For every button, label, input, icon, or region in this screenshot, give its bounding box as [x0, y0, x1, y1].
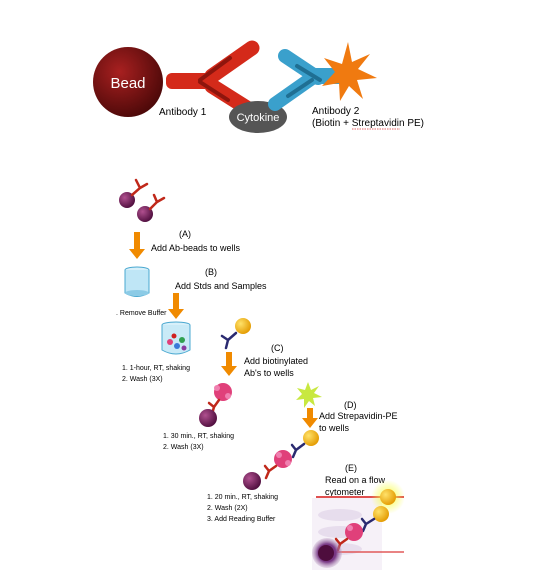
step-d-note1: 1. 20 min., RT, shaking: [207, 494, 278, 501]
biotin-ab-icon: [220, 318, 251, 350]
step-e-text1: Read on a flow: [325, 475, 386, 485]
antibody2-detail: (Biotin + Streptavidin PE): [312, 118, 424, 129]
step-b-note2: 2. Wash (3X): [122, 376, 163, 383]
step-a-beads: [119, 178, 166, 222]
step-d-note2: 2. Wash (2X): [207, 505, 248, 512]
step-d-letter: (D): [344, 400, 357, 410]
antibody2-label: Antibody 2: [312, 106, 360, 117]
step-e-letter: (E): [345, 463, 357, 473]
cytokine-label: Cytokine: [237, 112, 280, 124]
step-e-text2: cytometer: [325, 487, 365, 497]
step-d-text2: to wells: [319, 423, 350, 433]
step-b-note1: 1. 1-hour, RT, shaking: [122, 365, 190, 372]
step-d-note3: 3. Add Reading Buffer: [207, 516, 276, 523]
arrow-d-icon: [302, 408, 318, 428]
step-c-text2: Ab's to wells: [244, 368, 294, 378]
step-a-text: Add Ab-beads to wells: [151, 243, 241, 253]
pe-star-icon: [322, 42, 377, 101]
step-a-letter: (A): [179, 229, 191, 239]
step-d-text1: Add Strepavidin-PE: [319, 411, 398, 421]
antibody1-shape: [166, 40, 260, 118]
bead-cytokine-complex-c: [199, 383, 232, 427]
arrow-a-icon: [129, 232, 145, 259]
antibody1-label: Antibody 1: [159, 107, 207, 118]
step-c-note2: 2. Wash (3X): [163, 444, 204, 451]
bead-label: Bead: [110, 75, 145, 92]
pe-small-star-icon: [296, 382, 322, 408]
step-b-text: Add Stds and Samples: [175, 281, 267, 291]
empty-well-icon: [124, 266, 150, 297]
step-b-letter: (B): [205, 267, 217, 277]
top-schematic: Bead Antibody 1 Cytokine Antibody 2 (Bio…: [93, 40, 424, 133]
arrow-c-icon: [221, 352, 237, 376]
sample-well-icon: [161, 321, 191, 355]
step-c-letter: (C): [271, 343, 284, 353]
complex-d: [243, 430, 319, 490]
remove-buffer-note: . Remove Buffer: [116, 310, 167, 317]
step-c-text1: Add biotinylated: [244, 356, 308, 366]
arrow-b-icon: [168, 293, 184, 319]
flow-cytometer-graphic: [312, 480, 405, 570]
large-bead: [93, 47, 163, 117]
step-c-note1: 1. 30 min., RT, shaking: [163, 433, 234, 440]
